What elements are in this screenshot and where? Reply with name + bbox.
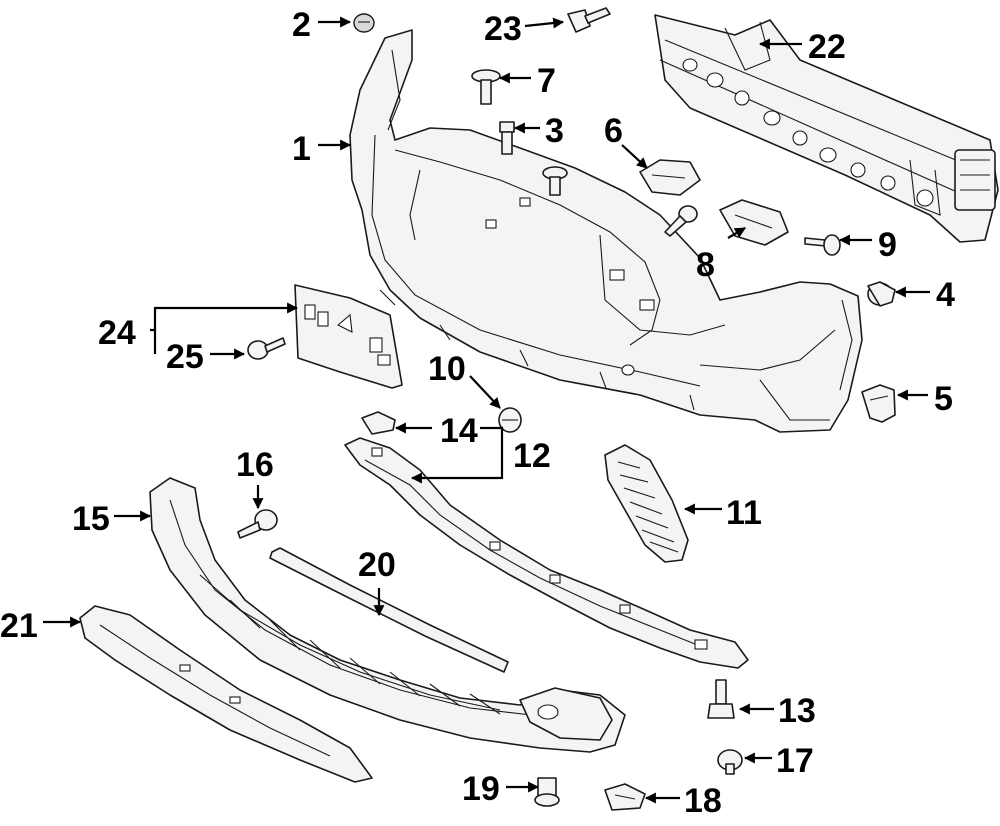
part-21-skid-plate: [79, 605, 373, 783]
part-12-lower-support: [344, 437, 749, 669]
callout-7: 7: [537, 62, 556, 100]
callout-6: 6: [604, 112, 623, 150]
part-5-bracket: [861, 384, 896, 423]
part-8-bracket: [719, 199, 789, 246]
part-3-rivet: [499, 121, 515, 155]
part-14-clip: [361, 411, 396, 435]
callout-5: 5: [934, 380, 953, 418]
callout-16: 16: [236, 446, 274, 484]
part-9-bolt: [804, 234, 841, 256]
callout-11: 11: [726, 494, 762, 532]
callout-labels: 2 23 7 3 1 6 22 8 9 4 5 10 11 14 12 16 1…: [0, 6, 955, 820]
callout-9: 9: [878, 226, 897, 264]
part-17-clip: [717, 749, 743, 775]
part-23-bolt: [567, 7, 611, 33]
callout-4: 4: [936, 276, 955, 314]
part-7-rivet: [471, 69, 501, 105]
callout-15: 15: [72, 500, 110, 538]
callout-21: 21: [0, 607, 38, 645]
callout-18: 18: [684, 782, 722, 820]
callout-20: 20: [358, 546, 396, 584]
part-8-screw: [664, 205, 698, 237]
part-13-bolt: [707, 679, 735, 719]
part-15-lower-grille: [149, 477, 626, 753]
callout-10: 10: [428, 350, 466, 388]
callout-12: 12: [513, 437, 551, 475]
callout-14: 14: [440, 412, 478, 450]
leader-lines: [43, 16, 930, 804]
callout-1: 1: [292, 130, 311, 168]
part-11-grille-insert: [604, 444, 689, 563]
callout-3: 3: [545, 112, 564, 150]
callout-24: 24: [98, 314, 136, 352]
callout-17: 17: [776, 742, 814, 780]
part-1-bumper-cover: [349, 29, 863, 433]
part-18-clip: [604, 783, 646, 811]
callout-25: 25: [166, 338, 204, 376]
part-6-bracket: [639, 159, 701, 196]
callout-22: 22: [808, 28, 846, 66]
part-24-license-bracket: [294, 284, 403, 389]
part-25-screw: [247, 337, 286, 360]
callout-2: 2: [292, 6, 311, 44]
part-20-molding-strip: [269, 547, 509, 673]
callout-23: 23: [484, 10, 522, 48]
part-16-screw: [237, 509, 278, 539]
part-19-clip: [534, 777, 560, 807]
part-22-reinforcement-beam: [654, 14, 999, 243]
callout-19: 19: [462, 770, 500, 808]
part-10-cap: [498, 407, 522, 433]
callout-8: 8: [696, 246, 715, 284]
part-2-clip: [353, 13, 375, 33]
part-4-sensor: [867, 281, 896, 307]
callout-13: 13: [778, 692, 816, 730]
part-3b-rivet: [542, 166, 568, 196]
